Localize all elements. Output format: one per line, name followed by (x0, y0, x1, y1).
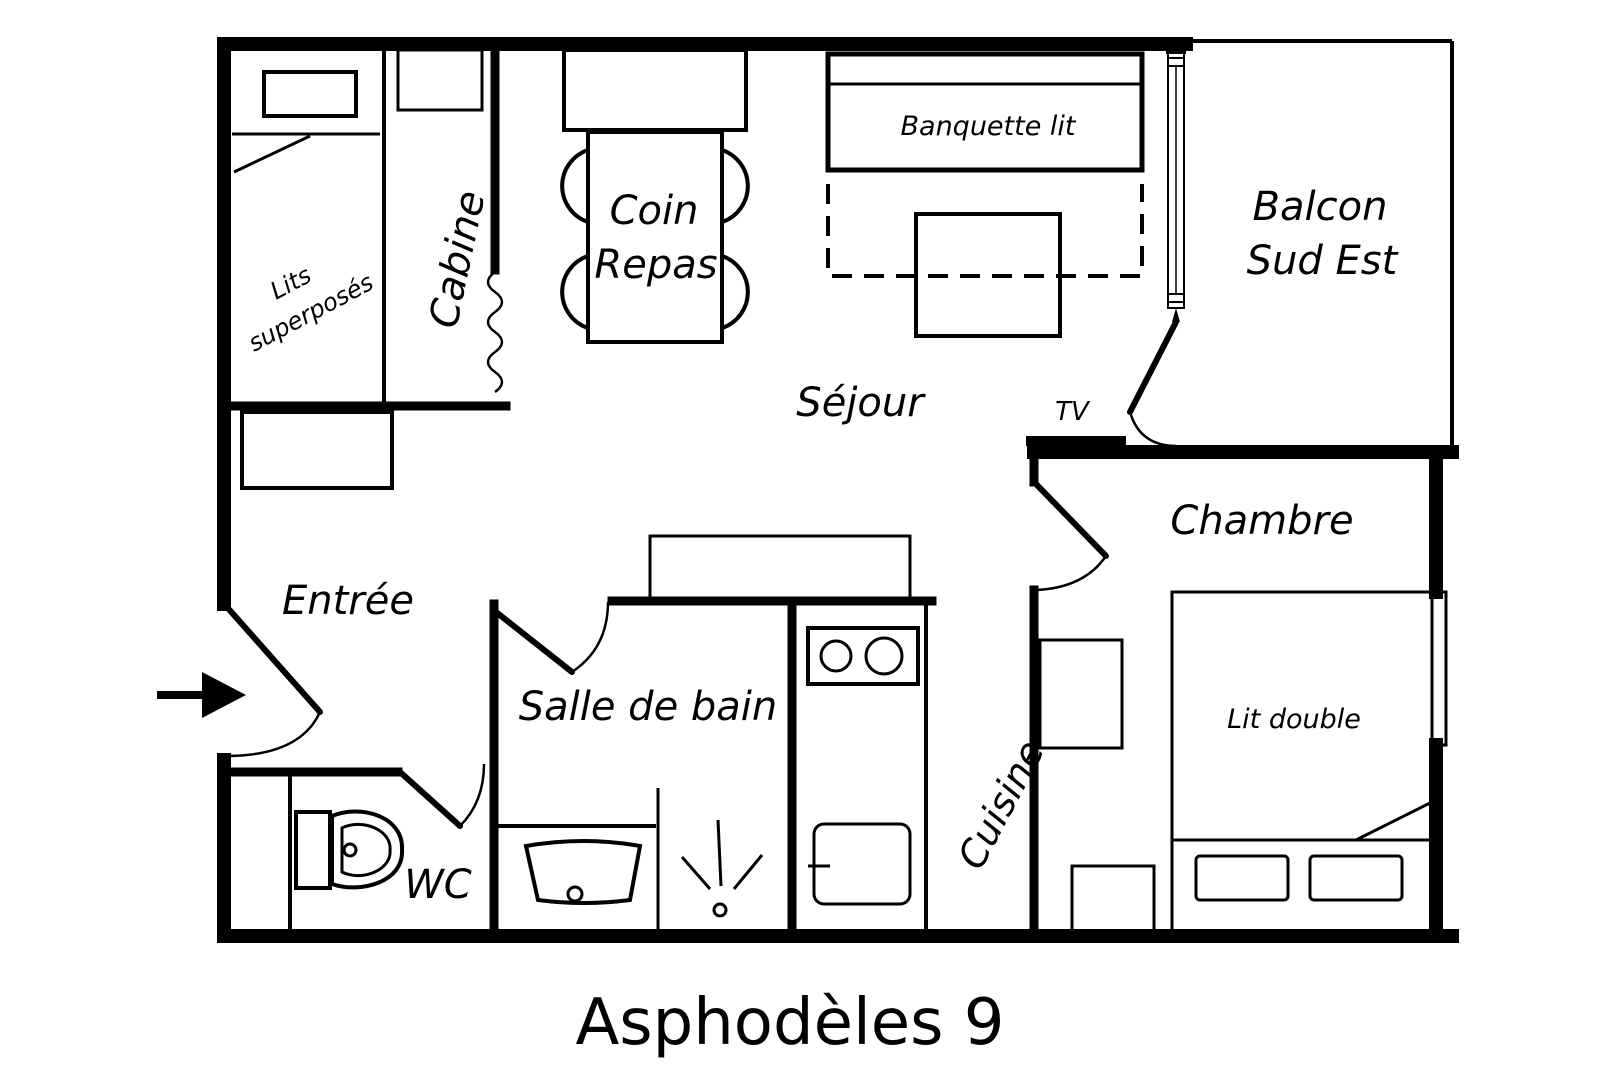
balcon-label-2: Sud Est (1247, 238, 1399, 284)
balcon-label-1: Balcon (1253, 184, 1388, 230)
shower-spray-right (732, 854, 764, 890)
salle-de-bain-label: Salle de bain (519, 684, 778, 730)
bathroom-door-swing (571, 601, 610, 674)
sofa-bed-frame (825, 51, 1145, 173)
coin-repas-label-2: Repas (594, 242, 717, 288)
doors (223, 319, 1179, 829)
tv-label: TV (1055, 397, 1091, 427)
balcony-window-bottom-stop (1167, 293, 1185, 303)
burner-large (864, 636, 904, 676)
outer-walls (217, 37, 1459, 943)
cabin-shelf (396, 48, 484, 112)
wc-door-swing (459, 763, 486, 827)
sofa-bed: Banquette lit (825, 51, 1145, 338)
sink-basin (523, 839, 643, 905)
pillow-right (1308, 854, 1404, 902)
wardrobe (648, 534, 912, 600)
bathroom: Salle de bain (498, 684, 778, 918)
nightstand (1070, 864, 1156, 934)
entrance-arrow-icon (157, 672, 246, 718)
sink-drain (566, 885, 584, 903)
balcony-door-swing (1128, 411, 1177, 448)
kitchen-sink (812, 822, 912, 906)
bathroom-door-leaf[interactable] (493, 609, 575, 675)
bed-sheet-fold (1355, 800, 1433, 842)
chambre-label: Chambre (1170, 498, 1353, 544)
chair-right-top (721, 148, 750, 224)
tv: TV (1026, 397, 1126, 452)
cabin-curtain (486, 270, 504, 394)
dining-area: Coin Repas (560, 48, 750, 344)
balcony-window (1166, 40, 1186, 322)
wc-door-leaf[interactable] (397, 769, 463, 829)
burner-small (819, 639, 853, 673)
dining-table (586, 130, 724, 344)
cabine-label: Cabine (421, 187, 495, 332)
pillow-left (1194, 854, 1290, 902)
interior-walls (219, 45, 1039, 937)
entrance-door-leaf[interactable] (223, 603, 323, 715)
cooktop (806, 626, 920, 686)
bedroom-window (1430, 590, 1448, 747)
chair-left-bottom (560, 254, 589, 330)
bedroom: Chambre Lit double (1038, 498, 1434, 934)
sofa-bed-extended-outline (826, 184, 1144, 278)
bedroom-door-swing (1035, 555, 1108, 592)
bedroom-window-frame (1430, 590, 1448, 747)
toilet-bowl-outer (330, 809, 405, 890)
storage-unit (240, 410, 394, 490)
balcony-window-top-stop (1167, 57, 1185, 67)
sideboard (562, 48, 748, 132)
chair-left-top (560, 148, 589, 224)
coin-repas-label-1: Coin (610, 188, 699, 234)
sejour-label: Séjour (796, 380, 926, 426)
plan-title: Asphodèles 9 (575, 986, 1004, 1060)
banquette-lit-label: Banquette lit (901, 111, 1077, 142)
wc: WC (294, 809, 472, 908)
chair-right-bottom (721, 254, 750, 330)
balcony-door-leaf[interactable] (1127, 319, 1179, 415)
tv-stand (1072, 446, 1080, 452)
bunk-pillow (262, 70, 358, 118)
toilet-tank (294, 810, 332, 890)
shower-spray-center (716, 819, 723, 887)
entree-label: Entrée (282, 578, 414, 624)
tv-screen (1026, 436, 1126, 446)
bedroom-door-leaf[interactable] (1033, 481, 1109, 559)
balcony-window-cap (1166, 40, 1186, 54)
cabin: Cabine (396, 48, 495, 332)
entrance-door-swing (225, 711, 322, 758)
double-bed (1170, 590, 1434, 934)
bunk-beds: Lits superposés (232, 70, 380, 357)
shower-spray-left (680, 856, 712, 890)
desk (1038, 638, 1124, 750)
wc-label: WC (404, 862, 472, 908)
toilet-drain (342, 842, 358, 858)
bunk-sheet-fold (233, 134, 311, 174)
shower-drain-icon (712, 902, 728, 918)
lit-double-label: Lit double (1227, 704, 1361, 735)
kitchen: Cuisine (806, 626, 1053, 906)
balcony-door-hinge (1172, 308, 1180, 322)
toilet-bowl-inner (340, 822, 392, 878)
coffee-table (914, 212, 1062, 338)
